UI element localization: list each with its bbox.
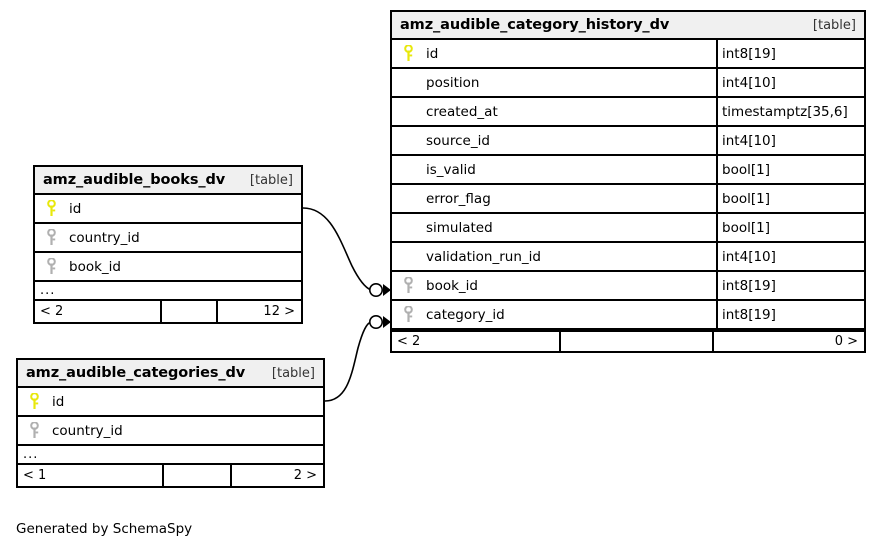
table-row[interactable]: id <box>35 195 301 224</box>
foreign-key-icon <box>398 306 418 323</box>
column-label: simulated <box>426 219 493 236</box>
column-label: position <box>426 74 480 91</box>
table-footer-category-history: < 2 0 > <box>392 330 864 351</box>
table-row[interactable]: book_id int8[19] <box>392 272 864 301</box>
column-type: bool[1] <box>716 214 864 241</box>
outgoing-relations-count[interactable]: 12 > <box>263 304 295 319</box>
table-amz-audible-category-history-dv[interactable]: amz_audible_category_history_dv [table] … <box>390 10 866 353</box>
column-name-cell: book_id <box>35 253 301 280</box>
column-label: validation_run_id <box>426 248 541 265</box>
column-name-cell: validation_run_id <box>392 243 716 270</box>
table-row[interactable]: validation_run_id int4[10] <box>392 243 864 272</box>
foreign-key-icon <box>24 422 44 439</box>
column-name-cell: created_at <box>392 98 716 125</box>
column-name-cell: id <box>18 388 323 415</box>
table-amz-audible-books-dv[interactable]: amz_audible_books_dv [table] id <box>33 165 303 324</box>
column-type: bool[1] <box>716 185 864 212</box>
table-title-category-history: amz_audible_category_history_dv <box>400 17 670 33</box>
column-type: int4[10] <box>716 127 864 154</box>
table-row[interactable]: book_id <box>35 253 301 282</box>
footer-spacer <box>561 332 714 351</box>
more-columns-indicator[interactable]: ... <box>35 282 301 301</box>
outgoing-relations-count[interactable]: 2 > <box>293 468 317 483</box>
table-row[interactable]: created_at timestamptz[35,6] <box>392 98 864 127</box>
more-columns-indicator[interactable]: ... <box>18 446 323 465</box>
column-label: error_flag <box>426 190 491 207</box>
column-label: category_id <box>426 306 505 323</box>
outgoing-relations-count[interactable]: 0 > <box>834 334 858 349</box>
incoming-relations-count[interactable]: < 1 <box>18 465 164 486</box>
table-kind-label-books: [table] <box>249 172 293 188</box>
column-type: int8[19] <box>716 272 864 299</box>
cardinality-circle-book-id <box>368 282 383 297</box>
table-row[interactable]: id <box>18 388 323 417</box>
footer-spacer <box>164 465 232 486</box>
primary-key-icon <box>24 393 44 410</box>
column-type: int4[10] <box>716 243 864 270</box>
column-label: id <box>52 393 65 410</box>
column-name-cell: position <box>392 69 716 96</box>
primary-key-icon <box>41 200 61 217</box>
column-type: int4[10] <box>716 69 864 96</box>
table-header-category-history: amz_audible_category_history_dv [table] <box>392 12 864 40</box>
column-label: source_id <box>426 132 490 149</box>
column-label: is_valid <box>426 161 476 178</box>
cardinality-circle-category-id <box>368 314 383 329</box>
table-title-books: amz_audible_books_dv <box>43 172 226 188</box>
table-row[interactable]: position int4[10] <box>392 69 864 98</box>
column-type: int8[19] <box>716 40 864 67</box>
table-row[interactable]: error_flag bool[1] <box>392 185 864 214</box>
column-name-cell: is_valid <box>392 156 716 183</box>
column-label: book_id <box>426 277 478 294</box>
primary-key-icon <box>398 45 418 62</box>
column-type: int8[19] <box>716 301 864 328</box>
column-label: id <box>69 200 82 217</box>
table-row[interactable]: is_valid bool[1] <box>392 156 864 185</box>
foreign-key-icon <box>398 277 418 294</box>
table-row[interactable]: country_id <box>35 224 301 253</box>
column-name-cell: book_id <box>392 272 716 299</box>
table-footer-books: < 2 12 > <box>35 301 301 322</box>
table-footer-categories: < 1 2 > <box>18 465 323 486</box>
column-name-cell: id <box>392 40 716 67</box>
column-label: book_id <box>69 258 121 275</box>
column-label: country_id <box>52 422 123 439</box>
relationship-categories-to-history <box>324 321 372 402</box>
column-name-cell: source_id <box>392 127 716 154</box>
column-name-cell: simulated <box>392 214 716 241</box>
incoming-relations-count[interactable]: < 2 <box>35 301 162 322</box>
foreign-key-icon <box>41 229 61 246</box>
table-row[interactable]: source_id int4[10] <box>392 127 864 156</box>
generator-caption: Generated by SchemaSpy <box>16 521 193 537</box>
column-label: country_id <box>69 229 140 246</box>
column-label: created_at <box>426 103 498 120</box>
column-name-cell: country_id <box>18 417 323 444</box>
column-name-cell: country_id <box>35 224 301 251</box>
table-header-books: amz_audible_books_dv [table] <box>35 167 301 195</box>
column-name-cell: category_id <box>392 301 716 328</box>
foreign-key-icon <box>41 258 61 275</box>
incoming-relations-count[interactable]: < 2 <box>392 332 561 351</box>
column-name-cell: id <box>35 195 301 222</box>
table-row[interactable]: country_id <box>18 417 323 446</box>
table-amz-audible-categories-dv[interactable]: amz_audible_categories_dv [table] id <box>16 358 325 488</box>
table-row[interactable]: simulated bool[1] <box>392 214 864 243</box>
table-kind-label-categories: [table] <box>271 365 315 381</box>
column-label: id <box>426 45 439 62</box>
table-header-categories: amz_audible_categories_dv [table] <box>18 360 323 388</box>
table-kind-label-category-history: [table] <box>812 17 856 33</box>
table-row[interactable]: category_id int8[19] <box>392 301 864 330</box>
table-row[interactable]: id int8[19] <box>392 40 864 69</box>
column-name-cell: error_flag <box>392 185 716 212</box>
column-type: timestamptz[35,6] <box>716 98 864 125</box>
relationship-books-to-history <box>302 207 372 291</box>
column-type: bool[1] <box>716 156 864 183</box>
table-title-categories: amz_audible_categories_dv <box>26 365 246 381</box>
footer-spacer <box>162 301 218 322</box>
